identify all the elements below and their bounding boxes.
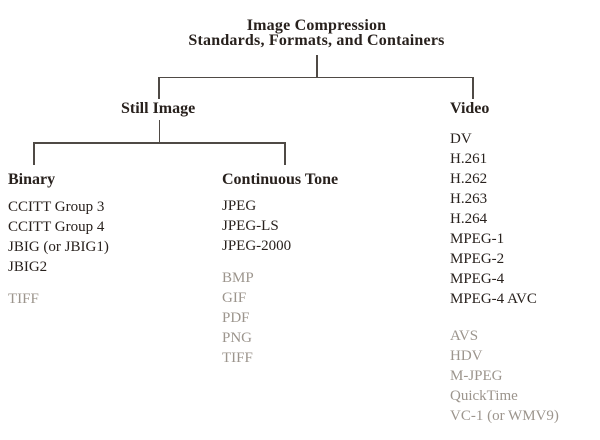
branch-still-image-label: Still Image	[121, 100, 196, 117]
list-item: H.261	[450, 151, 488, 167]
list-item: JPEG-2000	[222, 238, 292, 254]
connector-binary-drop	[33, 142, 35, 165]
list-item: MPEG-2	[450, 251, 505, 267]
continuous-tone-standards-list: JPEG JPEG-LS JPEG-2000	[222, 196, 291, 256]
list-item: H.262	[450, 171, 488, 187]
list-item: QuickTime	[450, 388, 518, 404]
binary-standards-list: CCITT Group 3 CCITT Group 4 JBIG (or JBIG1…	[8, 197, 109, 277]
list-item: CCITT Group 3	[8, 199, 105, 215]
branch-continuous-tone-label: Continuous Tone	[222, 171, 339, 188]
binary-column: CCITT Group 3 CCITT Group 4 JBIG (or JBIG1…	[8, 197, 109, 309]
diagram-title: Image Compression Standards, Formats, an…	[150, 17, 483, 49]
list-item: M-JPEG	[450, 368, 503, 384]
connector-continuous-tone-drop	[284, 142, 286, 165]
list-item: JBIG (or JBIG1)	[8, 239, 109, 255]
continuous-tone-column: JPEG JPEG-LS JPEG-2000 BMP GIF PDF PNG TIFF	[222, 196, 291, 368]
connector-level1-horizontal	[158, 76, 474, 78]
list-item: DV	[450, 131, 472, 147]
list-item: AVS	[450, 328, 479, 344]
list-item: JPEG-LS	[222, 218, 279, 234]
list-item: VC-1 (or WMV9)	[450, 408, 559, 424]
connector-level2-horizontal	[33, 142, 286, 144]
list-item: H.264	[450, 211, 488, 227]
list-item: HDV	[450, 348, 483, 364]
binary-gray-list: TIFF	[8, 289, 109, 309]
list-item: JPEG	[222, 198, 257, 214]
list-item: TIFF	[222, 350, 253, 366]
list-item: PNG	[222, 330, 253, 346]
list-item: MPEG-4 AVC	[450, 291, 537, 307]
connector-still-image-drop	[158, 76, 160, 99]
connector-root-stem	[316, 55, 318, 77]
branch-binary-label: Binary	[8, 171, 56, 188]
title-line-1: Image Compression	[246, 17, 387, 34]
list-item: MPEG-4	[450, 271, 505, 287]
continuous-tone-gray-list: BMP GIF PDF PNG TIFF	[222, 268, 291, 368]
list-item: TIFF	[8, 291, 39, 307]
list-item: GIF	[222, 290, 247, 306]
list-item: MPEG-1	[450, 231, 505, 247]
branch-video-label: Video	[450, 100, 490, 117]
list-item: CCITT Group 4	[8, 219, 105, 235]
list-item: PDF	[222, 310, 250, 326]
list-item: BMP	[222, 270, 254, 286]
connector-video-drop	[472, 76, 474, 99]
connector-still-image-stem	[158, 120, 160, 143]
list-item: H.263	[450, 191, 488, 207]
title-line-2: Standards, Formats, and Containers	[188, 32, 445, 49]
list-item: JBIG2	[8, 259, 48, 275]
